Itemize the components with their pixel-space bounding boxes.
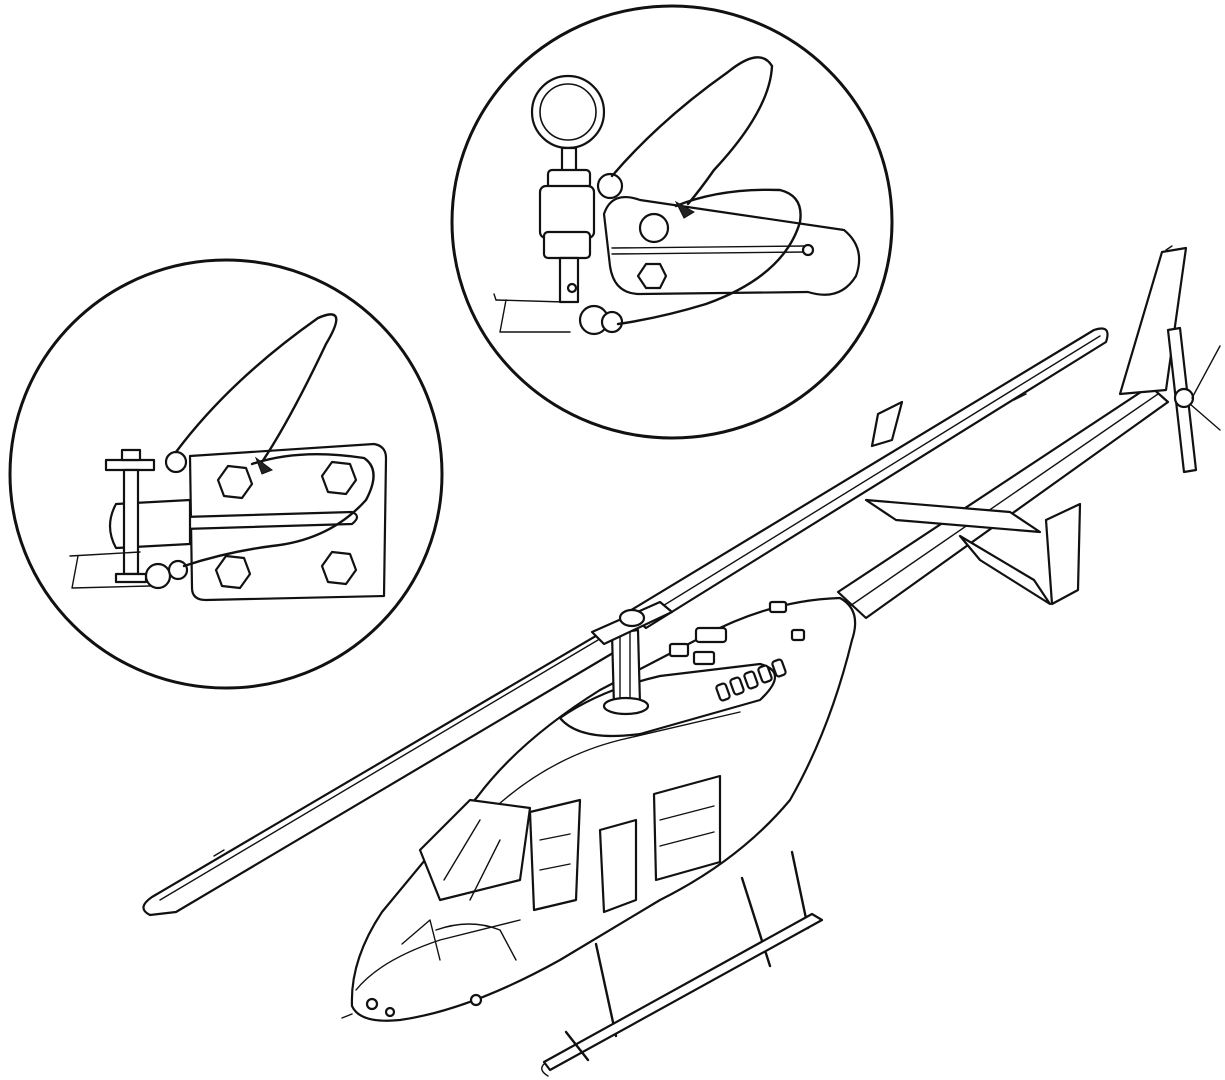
cabin-windows bbox=[401, 774, 722, 961]
rotor-tiedown-pin-detail-icon bbox=[8, 258, 444, 690]
helicopter-icon bbox=[142, 245, 1221, 1077]
main-rotor-blade-left bbox=[142, 628, 620, 917]
horizontal-stabilizer bbox=[864, 400, 1082, 606]
vertical-fin bbox=[1118, 245, 1221, 474]
landing-skids bbox=[341, 850, 824, 1077]
main-rotor-blade-right bbox=[626, 327, 1109, 630]
engine-louvers bbox=[668, 600, 806, 702]
tail-boom bbox=[836, 384, 1170, 620]
rotor-mast bbox=[590, 600, 674, 716]
fuselage bbox=[350, 596, 857, 1022]
blade-clamp-pin-detail-icon bbox=[450, 4, 894, 440]
